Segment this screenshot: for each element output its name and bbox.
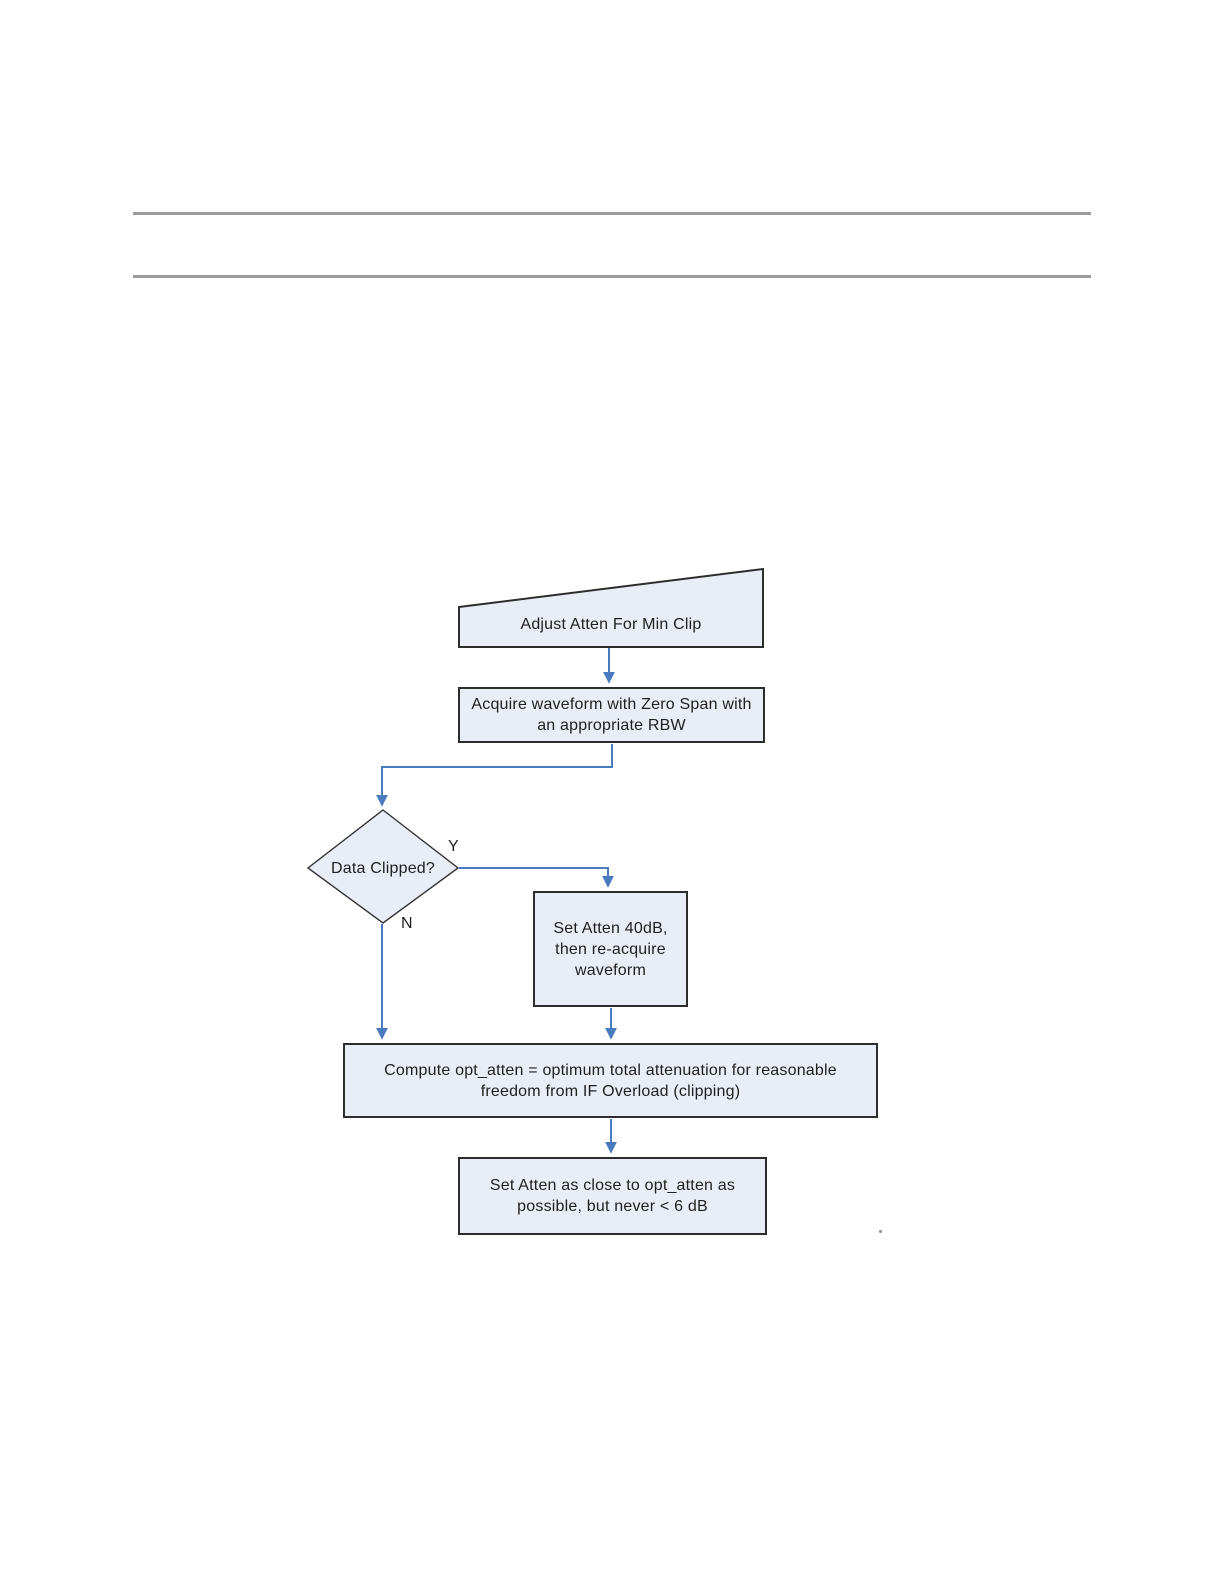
- data-clipped-diamond-shape: [306, 809, 460, 924]
- flowchart-node-compute-opt-atten: Compute opt_atten = optimum total attenu…: [343, 1043, 878, 1118]
- flowchart-node-set-atten-close: Set Atten as close to opt_atten as possi…: [458, 1157, 767, 1235]
- branch-label-yes: Y: [448, 838, 459, 855]
- flowchart-node-acquire-waveform: Acquire waveform with Zero Span with an …: [458, 687, 765, 743]
- flowchart-node-set-atten-40db: Set Atten 40dB, then re-acquire waveform: [533, 891, 688, 1007]
- branch-label-no: N: [401, 915, 413, 932]
- page-speck-artifact: [879, 1230, 882, 1233]
- header-rule-top: [133, 212, 1091, 215]
- connector-acquire-to-decision: [376, 744, 613, 807]
- adjust-atten-trapezoid-shape: [458, 567, 764, 648]
- flowchart-node-adjust-atten: Adjust Atten For Min Clip: [520, 615, 702, 633]
- connector-decision-yes-to-set40: [459, 867, 614, 888]
- header-rule-bottom: [133, 275, 1091, 278]
- flowchart-node-data-clipped: Data Clipped?: [331, 859, 435, 877]
